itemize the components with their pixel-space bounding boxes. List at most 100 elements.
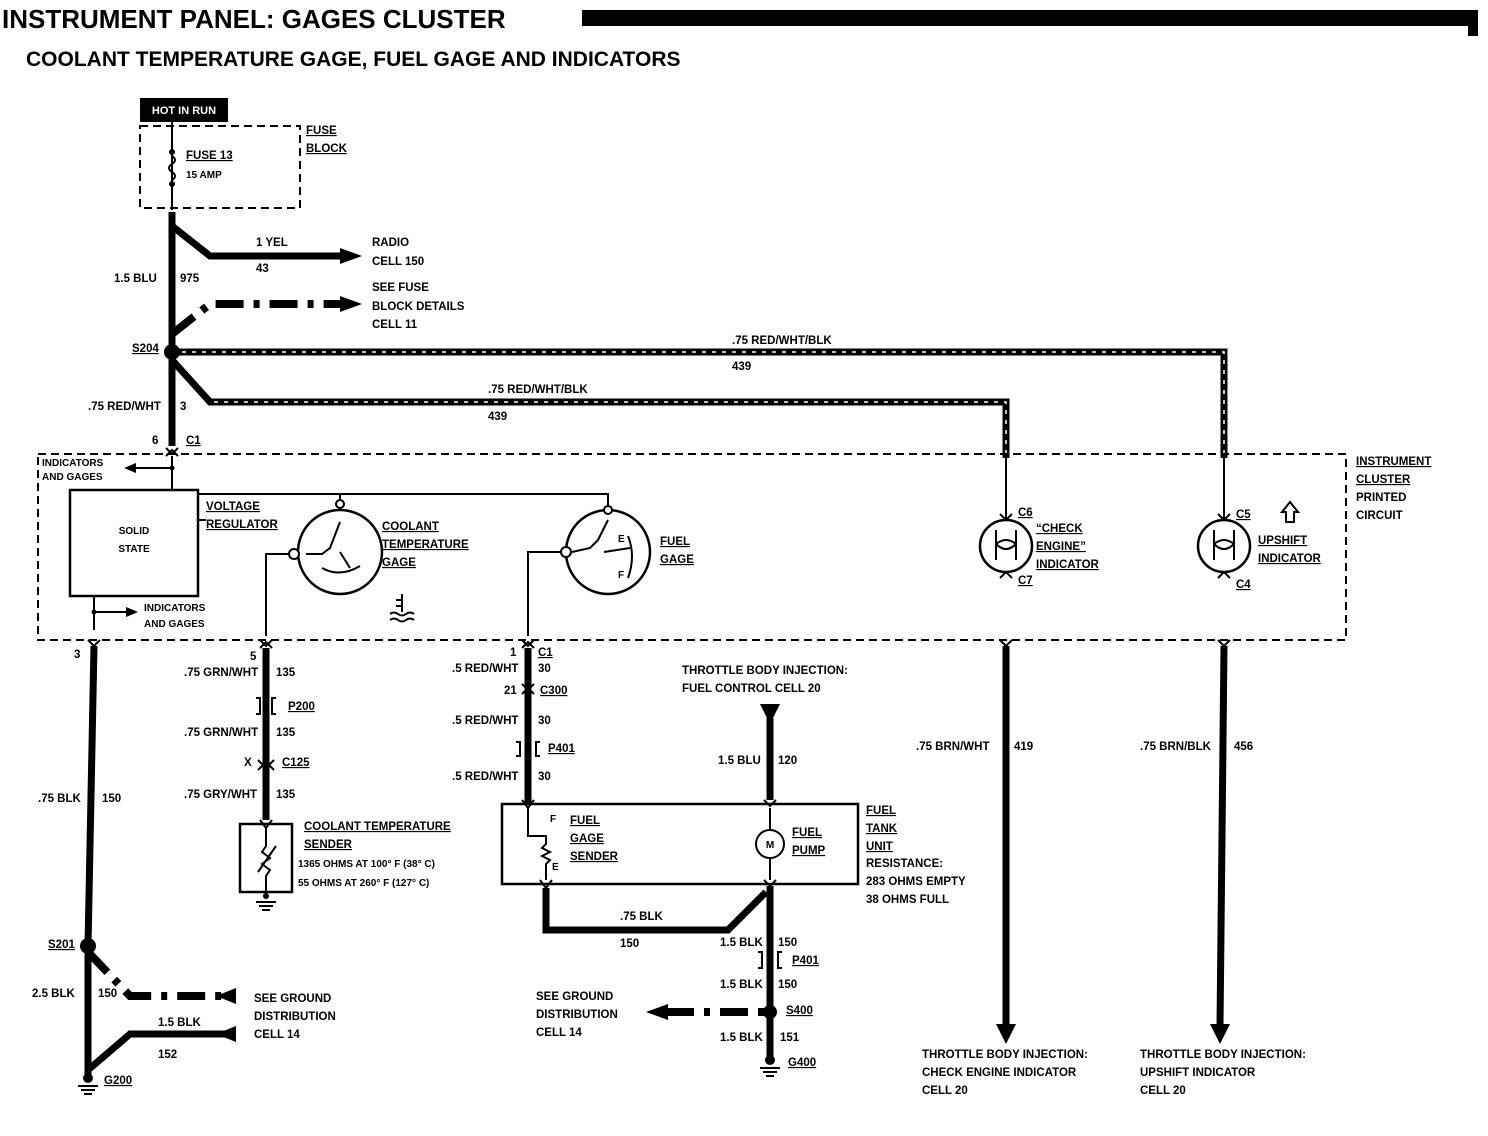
pump-gnd-circuit: 150 bbox=[778, 937, 797, 949]
ground-ref-arrow-icon bbox=[216, 988, 236, 1004]
check-output-arrow-icon bbox=[996, 1024, 1016, 1044]
coolant-circuit-1: 135 bbox=[276, 667, 296, 679]
cluster-label-4: CIRCUIT bbox=[1356, 510, 1403, 522]
fuel-gauge-3: .5 RED/WHT bbox=[452, 771, 518, 783]
fuel-c1-connector-icon bbox=[521, 639, 535, 649]
c300-label: C300 bbox=[540, 685, 568, 697]
fuel-sender-1: FUEL bbox=[570, 815, 600, 827]
dest-check-2: CHECK ENGINE INDICATOR bbox=[922, 1067, 1077, 1079]
page-title: INSTRUMENT PANEL: GAGES CLUSTER bbox=[2, 4, 506, 34]
solid-state-2: STATE bbox=[118, 544, 150, 555]
pump-gauge: 1.5 BLU bbox=[718, 755, 761, 767]
check-engine-bulb bbox=[978, 518, 1034, 574]
pump-gnd-gauge-2: 1.5 BLK bbox=[720, 979, 764, 991]
fuel-gauge-1: .5 RED/WHT bbox=[452, 663, 518, 675]
check-label-1: “CHECK bbox=[1036, 523, 1083, 535]
p401b-label: P401 bbox=[792, 955, 819, 967]
g400-ground-icon bbox=[760, 1067, 780, 1077]
c1-pin-6: 6 bbox=[152, 435, 158, 447]
coolant-gauge-terminal-top bbox=[335, 499, 345, 509]
ind-bot-1: INDICATORS bbox=[144, 603, 206, 614]
dest-upshift-3: CELL 20 bbox=[1140, 1085, 1186, 1097]
hot-in-run-label: HOT IN RUN bbox=[152, 105, 216, 117]
ground-circuit: 150 bbox=[102, 793, 121, 805]
fuel-gage-1: FUEL bbox=[660, 536, 690, 548]
fuse-element-icon bbox=[168, 155, 176, 181]
fuel-sender-2: GAGE bbox=[570, 833, 604, 845]
upshift-bulb bbox=[1196, 518, 1252, 574]
wire-439-check bbox=[169, 357, 1010, 458]
radio-gauge: 1 YEL bbox=[256, 237, 288, 249]
pin-21: 21 bbox=[504, 685, 517, 697]
coolant-gauge-terminal-left bbox=[288, 548, 300, 560]
fuse-ref-arrow-icon bbox=[340, 296, 362, 312]
g400-node bbox=[765, 1055, 775, 1065]
coolant-temp-icon bbox=[389, 594, 415, 623]
c125-connector-icon bbox=[257, 759, 275, 771]
ground-pin: 3 bbox=[74, 649, 80, 661]
cluster-feed-circuit: 3 bbox=[180, 401, 186, 413]
fuel-gauge-scale bbox=[627, 535, 633, 579]
regulator-bus bbox=[198, 493, 609, 521]
fuel-c1-label: C1 bbox=[538, 647, 553, 659]
fuel-gauge-needle bbox=[603, 547, 631, 553]
upshift-output-arrow-icon bbox=[1210, 1024, 1230, 1044]
feed-gauge: 1.5 BLU bbox=[114, 273, 157, 285]
radio-dest-2: CELL 150 bbox=[372, 256, 424, 268]
coolant-sender-spec-1: 1365 OHMS AT 100° F (38° C) bbox=[298, 859, 435, 870]
upshift-bulb-icon bbox=[1213, 530, 1236, 560]
vreg-2: REGULATOR bbox=[206, 519, 278, 531]
g200-wire-152 bbox=[85, 1030, 228, 1073]
coolant-pin: 5 bbox=[250, 651, 257, 663]
fuel-sender-e: E bbox=[552, 862, 559, 873]
upshift-c5: C5 bbox=[1236, 509, 1251, 521]
fuel-sender-3: SENDER bbox=[570, 851, 619, 863]
indicators-top-arrow-icon bbox=[124, 463, 136, 473]
ground-ref-wire bbox=[85, 949, 228, 1000]
coolant-c1-connector-icon bbox=[259, 639, 273, 649]
fuel-pump-2: PUMP bbox=[792, 845, 826, 857]
wire-439-upshift-stripe bbox=[182, 351, 1225, 458]
dest-check-3: CELL 20 bbox=[922, 1085, 968, 1097]
coolant-gage-1: COOLANT bbox=[382, 521, 439, 533]
fuel-gauge-e: E bbox=[618, 534, 625, 545]
s201-gauge: 2.5 BLK bbox=[32, 988, 76, 1000]
coolant-gauge-scale bbox=[321, 565, 361, 574]
fuse-ref-wire bbox=[169, 300, 340, 338]
solid-state-1: SOLID bbox=[119, 526, 150, 537]
feed-circuit: 975 bbox=[180, 273, 200, 285]
p200-label: P200 bbox=[288, 701, 315, 713]
sender-gnd-gauge: .75 BLK bbox=[620, 911, 664, 923]
p401-label: P401 bbox=[548, 743, 575, 755]
gnd-ref2-2: DISTRIBUTION bbox=[536, 1009, 618, 1021]
g400-circuit: 151 bbox=[780, 1032, 800, 1044]
fuel-gage-2: GAGE bbox=[660, 554, 694, 566]
fuel-res-3: 38 OHMS FULL bbox=[866, 894, 949, 906]
coolant-sender-ground-node bbox=[263, 893, 269, 899]
hot-in-run-box bbox=[140, 98, 228, 122]
gnd-ref2-1: SEE GROUND bbox=[536, 991, 613, 1003]
fuel-gauge-terminal-top bbox=[603, 505, 613, 515]
coolant-gage-3: GAGE bbox=[382, 557, 416, 569]
fuse-name: FUSE 13 bbox=[186, 150, 233, 162]
wire-439-check-stripe bbox=[214, 401, 1007, 458]
coolant-internal-wire bbox=[265, 553, 290, 636]
fuel-circuit-2: 30 bbox=[538, 715, 551, 727]
ground-wire-150 bbox=[84, 645, 98, 1074]
indicators-bottom-arrow-icon bbox=[126, 607, 138, 617]
fuel-sender-f: F bbox=[550, 814, 556, 825]
fuel-pump-m: M bbox=[766, 840, 774, 851]
check-engine-bulb-icon bbox=[995, 530, 1018, 560]
upper-wire-circuit: 439 bbox=[732, 361, 751, 373]
splice-s201 bbox=[80, 938, 96, 954]
fuse-block-outline bbox=[139, 125, 301, 209]
check-label-3: INDICATOR bbox=[1036, 559, 1100, 571]
fuse-block-label-2: BLOCK bbox=[306, 143, 348, 155]
fuse-rating: 15 AMP bbox=[186, 170, 222, 181]
fuel-gauge-f: F bbox=[618, 570, 624, 581]
coolant-gage-2: TEMPERATURE bbox=[382, 539, 469, 551]
fuse-block-label-1: FUSE bbox=[306, 125, 337, 137]
g400-gauge: 1.5 BLK bbox=[720, 1032, 764, 1044]
upshift-wire-circuit: 456 bbox=[1234, 741, 1253, 753]
